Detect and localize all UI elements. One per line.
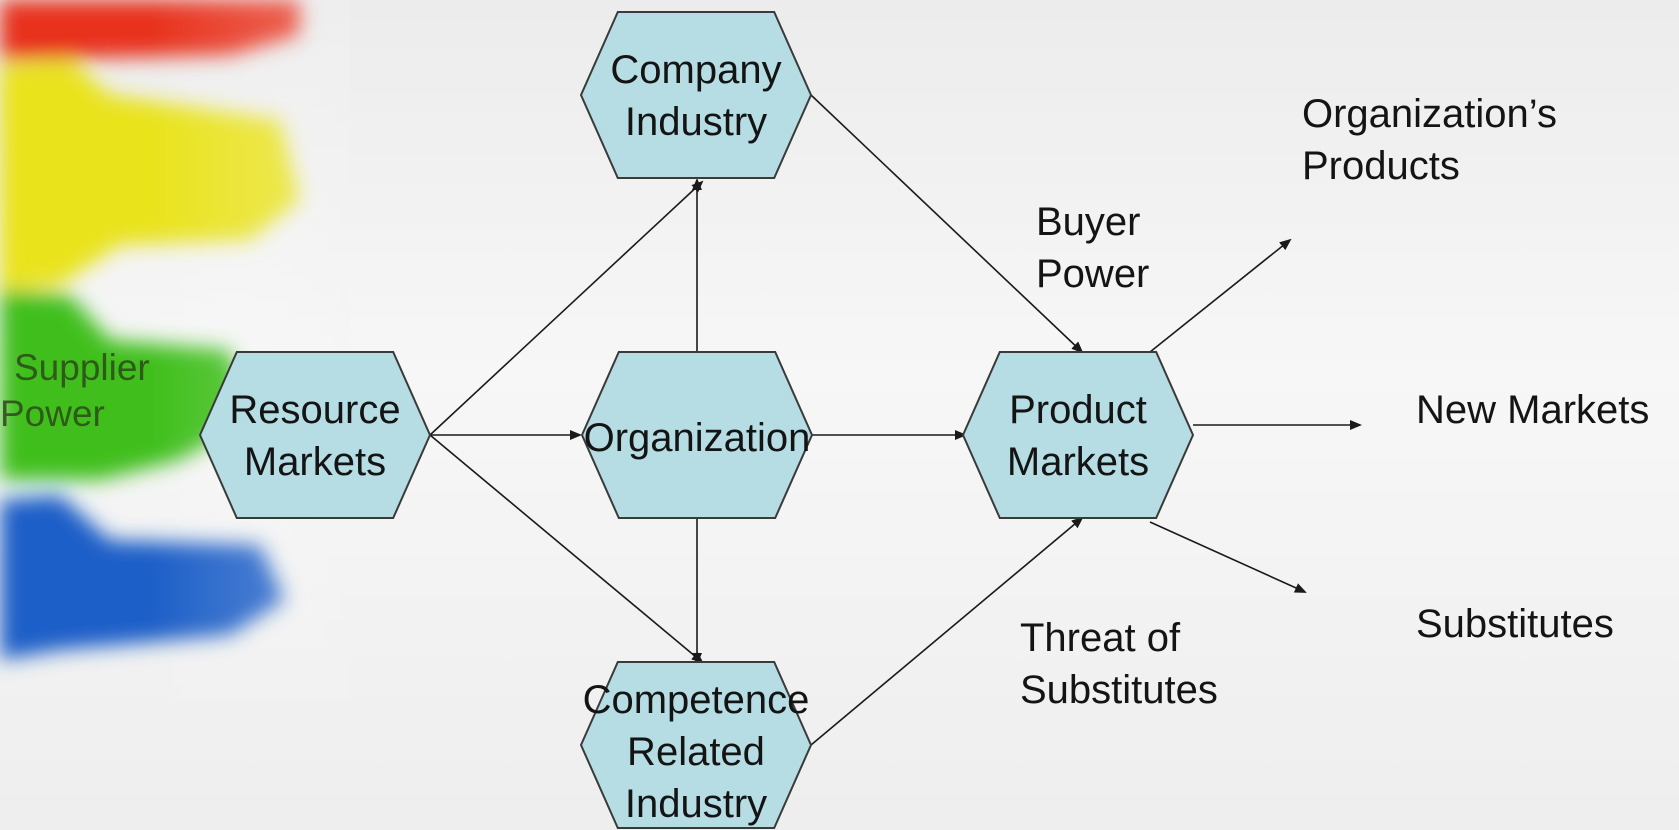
arrows-group	[429, 94, 1362, 746]
arrow-product-to-substitutes	[1149, 521, 1307, 593]
hex-product-markets	[961, 351, 1195, 519]
buyer-power-line-1: Buyer	[1036, 200, 1141, 244]
threat-line-2: Substitutes	[1020, 668, 1218, 712]
hex-competence-related	[579, 661, 813, 829]
threat-of-substitutes-label: Threat of Substitutes	[1020, 612, 1218, 716]
competence-related-label: Competence Related Industry	[583, 674, 810, 830]
resource-markets-label: Resource Markets	[229, 384, 400, 488]
hex-resource-markets	[198, 351, 432, 519]
org-products-line-1: Organization’s	[1302, 92, 1557, 136]
new-markets-line-1: New Markets	[1416, 388, 1650, 432]
product-markets-line-2: Markets	[1006, 440, 1150, 484]
supplier-power-line-2: Power	[0, 393, 105, 434]
hex-organization	[580, 351, 814, 519]
company-industry-line-2: Industry	[624, 100, 768, 144]
arrow-company-to-product	[810, 94, 1084, 354]
buyer-power-label: Buyer Power	[1036, 196, 1149, 300]
competence-line-2: Related	[627, 730, 765, 774]
supplier-power-label: Supplier Power	[0, 345, 150, 437]
organization-line-1: Organization	[583, 416, 811, 460]
hexagons-group	[198, 11, 1195, 829]
arrow-competence-to-product	[810, 516, 1084, 746]
hex-company-industry	[579, 11, 813, 179]
org-products-line-2: Products	[1302, 144, 1460, 188]
organization-label: Organization	[584, 412, 811, 464]
arrow-resource-to-competence	[429, 434, 704, 664]
competence-line-3: Industry	[624, 782, 768, 826]
organizations-products-label: Organization’s Products	[1302, 88, 1557, 192]
buyer-power-line-2: Power	[1036, 252, 1150, 296]
arrow-product-to-org-products	[1149, 238, 1292, 353]
resource-markets-line-1: Resource	[229, 388, 401, 432]
company-industry-label: Company Industry	[610, 44, 781, 148]
product-markets-line-1: Product	[1009, 388, 1147, 432]
competence-line-1: Competence	[582, 678, 810, 722]
product-markets-label: Product Markets	[1007, 384, 1149, 488]
substitutes-label: Substitutes	[1416, 598, 1614, 650]
new-markets-label: New Markets	[1416, 384, 1649, 436]
threat-line-1: Threat of	[1020, 616, 1181, 660]
arrow-resource-to-company	[429, 180, 704, 436]
resource-markets-line-2: Markets	[243, 440, 387, 484]
company-industry-line-1: Company	[610, 48, 782, 92]
substitutes-line-1: Substitutes	[1416, 602, 1614, 646]
supplier-power-line-1: Supplier	[14, 347, 150, 388]
